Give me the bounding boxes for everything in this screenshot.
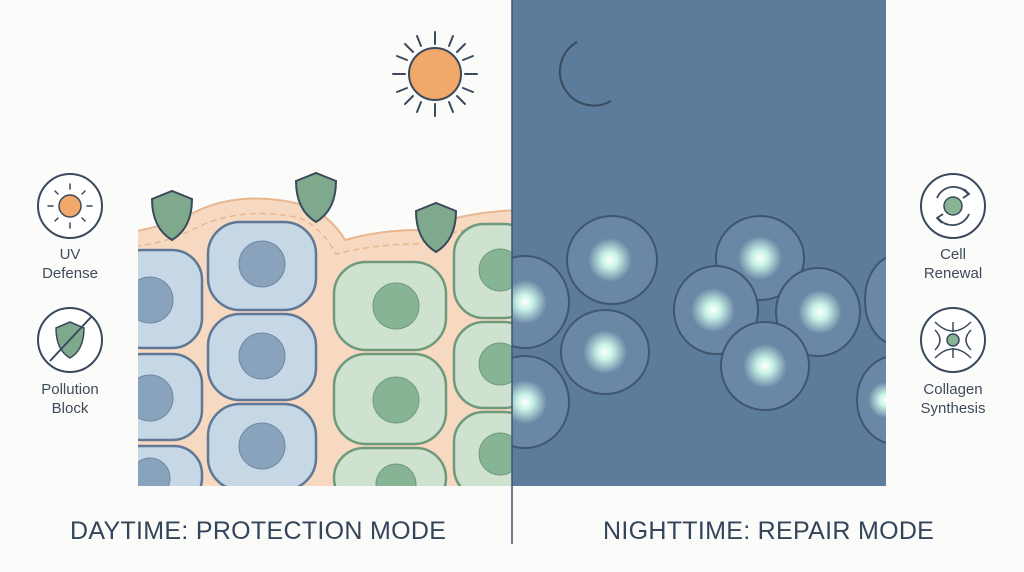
collagen-synthesis-line2: Synthesis <box>920 400 986 417</box>
glowing-nucleus <box>743 344 787 388</box>
cell-renewal-label: Cell Renewal <box>898 245 1008 283</box>
sun-icon <box>392 31 478 117</box>
uv-defense-line2: Defense <box>42 265 98 282</box>
nighttime-caption: NIGHTTIME: REPAIR MODE <box>603 517 935 545</box>
shield-marker <box>150 171 458 254</box>
collagen-synthesis-icon <box>920 307 986 373</box>
uv-defense-icon <box>37 173 103 239</box>
daytime-caption: DAYTIME: PROTECTION MODE <box>70 517 447 545</box>
pollution-block-icon <box>37 307 103 373</box>
collagen-synthesis-label: Collagen Synthesis <box>898 380 1008 418</box>
glowing-nucleus <box>512 380 547 424</box>
pollution-block-line2: Block <box>51 400 89 417</box>
uv-defense-line1: UV <box>59 246 81 263</box>
pollution-block-line1: Pollution <box>41 381 99 398</box>
glowing-nucleus <box>691 288 735 332</box>
cell-renewal-line2: Renewal <box>923 265 983 282</box>
skin-cells-day <box>138 197 512 486</box>
glowing-nucleus <box>588 238 632 282</box>
cell-renewal-icon <box>920 173 986 239</box>
glowing-nucleus <box>512 280 547 324</box>
uv-defense-label: UV Defense <box>15 245 125 283</box>
collagen-synthesis-line1: Collagen <box>923 381 983 398</box>
glowing-nucleus <box>583 330 627 374</box>
cell-renewal-line1: Cell <box>940 246 966 263</box>
glowing-nucleus <box>868 382 886 418</box>
pollution-block-label: Pollution Block <box>15 380 125 418</box>
glowing-nucleus <box>798 290 842 334</box>
glowing-nucleus <box>738 236 782 280</box>
repair-cell <box>864 256 886 344</box>
moon-icon <box>558 41 612 107</box>
repair-cells <box>512 215 886 449</box>
